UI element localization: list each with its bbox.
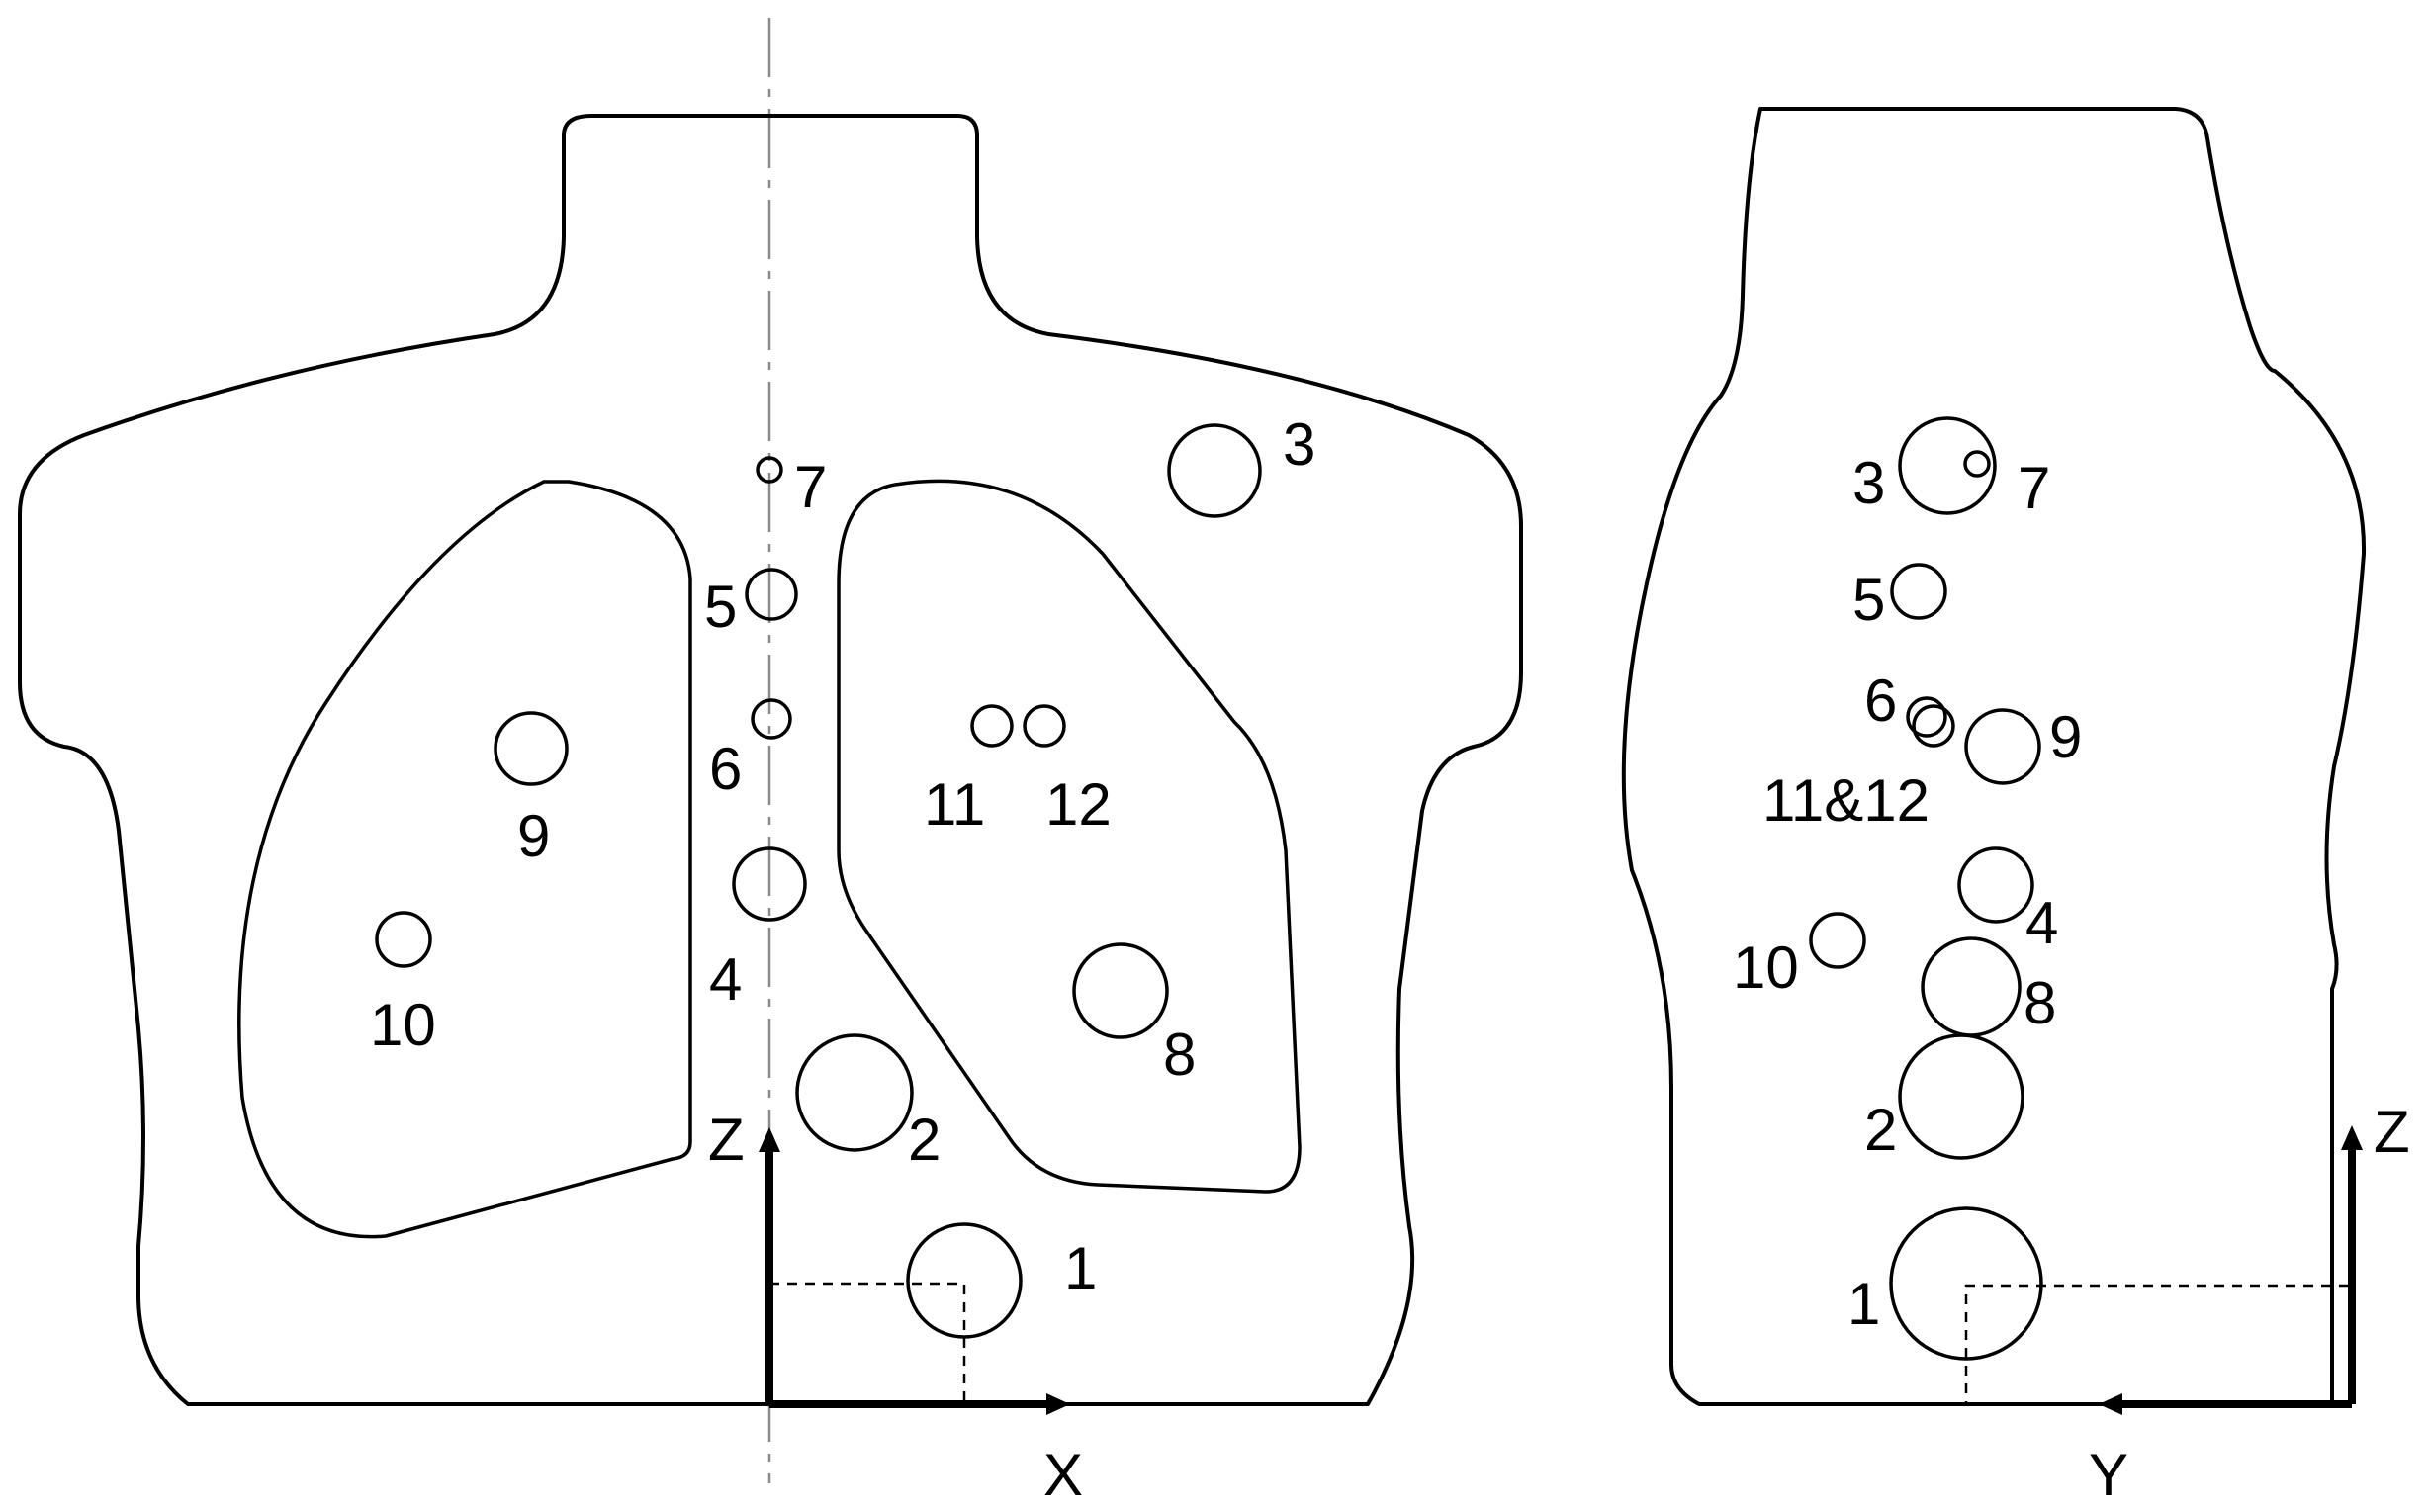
side-z-axis-label: Z [2374, 1099, 2410, 1165]
front-hole-9 [494, 711, 569, 786]
side-hole-5 [1890, 563, 1947, 620]
front-z-axis-label: Z [708, 1107, 745, 1173]
front-hole-2 [795, 1033, 914, 1152]
side-hole-label-6: 6 [1864, 667, 1897, 734]
side-hole-10 [1809, 912, 1866, 969]
side-hole-label-2: 2 [1864, 1097, 1897, 1163]
front-reference-dashed-line [769, 1282, 966, 1404]
side-hole-1 [1889, 1206, 2043, 1361]
front-hole-10 [375, 911, 432, 968]
front-hole-6 [751, 698, 792, 740]
side-hole-label-4: 4 [2025, 890, 2058, 956]
front-left-lung [237, 480, 692, 1239]
side-y-axis-label: Y [2089, 1442, 2128, 1507]
front-hole-label-12: 12 [1045, 771, 1112, 838]
side-hole-label-9: 9 [2049, 704, 2082, 770]
side-hole-label-1: 1 [1847, 1271, 1880, 1337]
side-hole-label-10: 10 [1733, 934, 1799, 1001]
front-hole-label-5: 5 [704, 574, 737, 640]
front-hole-label-9: 9 [517, 803, 550, 869]
front-hole-label-1: 1 [1064, 1235, 1097, 1301]
side-hole-label-11-12: 11&12 [1762, 767, 1930, 834]
side-hole-3 [1898, 416, 1997, 515]
side-view: 1 2 3 4 5 6 7 8 9 10 11&12 Y Z [1621, 107, 2410, 1508]
side-y-axis-arrowhead [2099, 1393, 2122, 1415]
front-view: 1 2 3 4 5 6 7 8 9 10 11 12 X Z [18, 18, 1523, 1508]
front-hole-label-11: 11 [924, 771, 985, 838]
side-hole-11-12 [1912, 704, 1955, 748]
front-hole-label-2: 2 [908, 1107, 941, 1173]
side-hole-label-8: 8 [2024, 970, 2056, 1036]
front-hole-label-3: 3 [1283, 411, 1315, 478]
front-body-outline [18, 114, 1523, 1406]
side-hole-label-5: 5 [1852, 567, 1885, 633]
side-reference-dashed-line [1964, 1284, 2349, 1404]
side-body-outline [1621, 107, 2367, 1406]
front-hole-label-7: 7 [794, 454, 827, 520]
side-hole-9 [1964, 708, 2041, 785]
front-hole-label-8: 8 [1163, 1022, 1196, 1088]
side-hole-label-3: 3 [1852, 450, 1885, 516]
front-hole-label-4: 4 [709, 946, 742, 1013]
front-hole-11 [970, 704, 1014, 748]
front-z-axis-arrowhead [759, 1127, 780, 1152]
front-hole-label-10: 10 [370, 992, 436, 1058]
side-hole-2 [1898, 1033, 2024, 1160]
front-hole-3 [1167, 423, 1262, 518]
front-hole-12 [1023, 704, 1066, 748]
side-hole-8 [1921, 936, 2022, 1037]
side-hole-7 [1963, 450, 1991, 478]
front-hole-7 [756, 456, 783, 484]
front-hole-5 [745, 568, 798, 621]
front-hole-label-6: 6 [709, 736, 742, 802]
side-hole-6 [1906, 696, 1947, 738]
front-hole-4 [732, 846, 807, 922]
front-hole-1 [906, 1222, 1023, 1339]
side-hole-4 [1957, 846, 2034, 924]
side-hole-label-7: 7 [2018, 455, 2050, 521]
front-right-lung [837, 479, 1302, 1194]
front-x-axis-label: X [1043, 1442, 1083, 1507]
side-z-axis-arrowhead [2341, 1125, 2363, 1150]
front-x-axis-arrowhead [1046, 1393, 1070, 1415]
front-hole-8 [1072, 942, 1169, 1039]
